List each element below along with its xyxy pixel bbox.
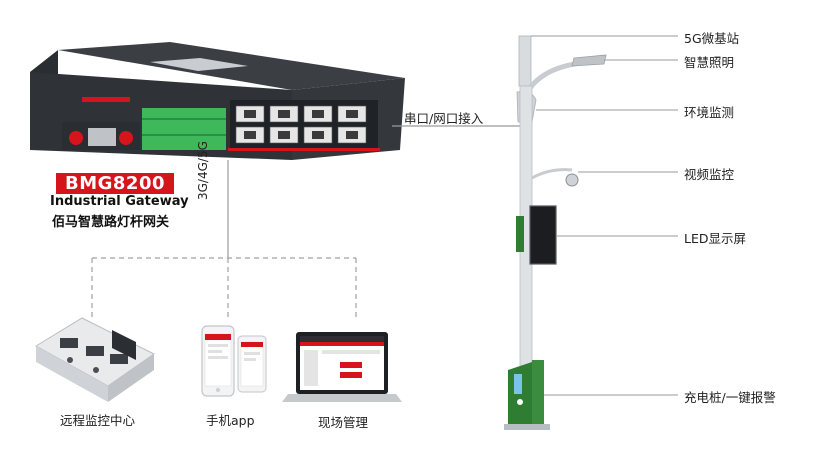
client-mobile-app-label: 手机app [206, 413, 255, 428]
gateway-device-icon [30, 42, 405, 160]
callout-environment-monitoring: 环境监测 [684, 105, 735, 120]
callout-lines [531, 35, 678, 396]
gateway-model-badge: BMG8200 [56, 173, 174, 194]
lamp-pole-icon [504, 35, 607, 430]
client-bus [91, 257, 357, 318]
network-label: 3G/4G/5G [196, 141, 210, 200]
callout-led-display: LED显示屏 [684, 231, 746, 246]
control-room-icon [35, 317, 155, 402]
callout-5g-base-station: 5G微基站 [684, 31, 740, 46]
gateway-subtitle-en: Industrial Gateway [50, 194, 189, 209]
callout-smart-lighting: 智慧照明 [684, 55, 735, 70]
laptop-icon [282, 332, 402, 402]
serial-access-label: 串口/网口接入 [404, 111, 484, 126]
gateway-subtitle-cn: 佰马智慧路灯杆网关 [52, 215, 170, 230]
smartphone-icon [201, 325, 267, 397]
client-remote-center-label: 远程监控中心 [60, 413, 136, 428]
client-site-management-label: 现场管理 [318, 415, 369, 430]
callout-video-surveillance: 视频监控 [684, 167, 735, 182]
callout-charging-alarm: 充电桩/一键报警 [684, 390, 776, 405]
